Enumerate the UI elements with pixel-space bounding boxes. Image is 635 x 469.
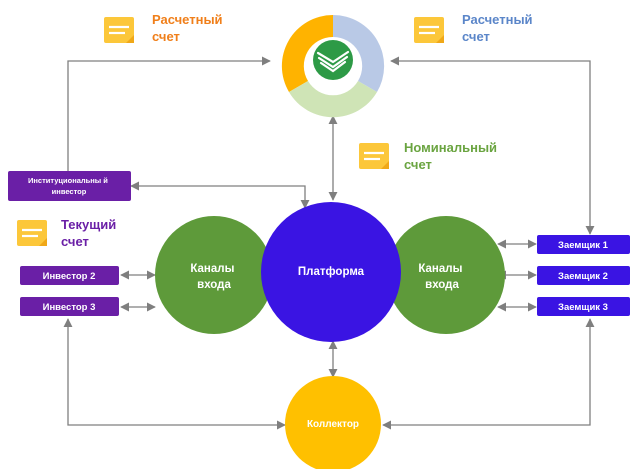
edge-collector-right-loop bbox=[382, 318, 595, 430]
settlement-account-right-label: Расчетный счет bbox=[462, 12, 536, 44]
settlement-account-left-label: Расчетный счет bbox=[152, 12, 226, 44]
connectors bbox=[63, 56, 595, 430]
collector-node bbox=[285, 376, 381, 469]
edge-collector-left-loop bbox=[63, 318, 286, 430]
note-icon bbox=[104, 17, 134, 43]
current-account-label: Текущий счет bbox=[61, 217, 120, 249]
channels-right-node bbox=[387, 216, 505, 334]
note-icon bbox=[359, 143, 389, 169]
bank-node bbox=[281, 14, 385, 118]
investor-3-box bbox=[20, 297, 119, 316]
channels-left-node bbox=[155, 216, 273, 334]
institutional-investor-label: Институциональны й инвестор bbox=[28, 176, 110, 196]
borrower-2-label: Заемщик 2 bbox=[558, 271, 608, 282]
investor-2-label: Инвестор 2 bbox=[43, 271, 96, 282]
edge-institutional-platform bbox=[130, 181, 310, 209]
platform-node bbox=[261, 202, 401, 342]
platform-label: Платформа bbox=[298, 266, 365, 278]
borrower-2-box bbox=[537, 266, 630, 285]
note-icon bbox=[414, 17, 444, 43]
bank-ring-blue bbox=[333, 14, 385, 92]
channels-left-label: Каналы входа bbox=[190, 263, 237, 291]
sberbank-logo bbox=[313, 40, 353, 80]
note-icon bbox=[17, 220, 47, 246]
borrower-1-box bbox=[537, 235, 630, 254]
nominal-account-label: Номинальный счет bbox=[404, 140, 501, 172]
channels-right-label: Каналы входа bbox=[418, 263, 465, 291]
collector-label: Коллектор bbox=[307, 419, 359, 430]
borrower-3-label: Заемщик 3 bbox=[558, 302, 608, 313]
borrower-1-label: Заемщик 1 bbox=[558, 240, 609, 251]
edge-bank-left-loop bbox=[67, 56, 271, 171]
bank-ring-orange bbox=[281, 14, 333, 92]
investor-3-label: Инвестор 3 bbox=[43, 302, 96, 313]
institutional-investor-box bbox=[8, 171, 131, 201]
investor-2-box bbox=[20, 266, 119, 285]
borrower-3-box bbox=[537, 297, 630, 316]
bank-ring-green bbox=[289, 81, 377, 118]
edge-bank-right-loop bbox=[390, 56, 595, 235]
